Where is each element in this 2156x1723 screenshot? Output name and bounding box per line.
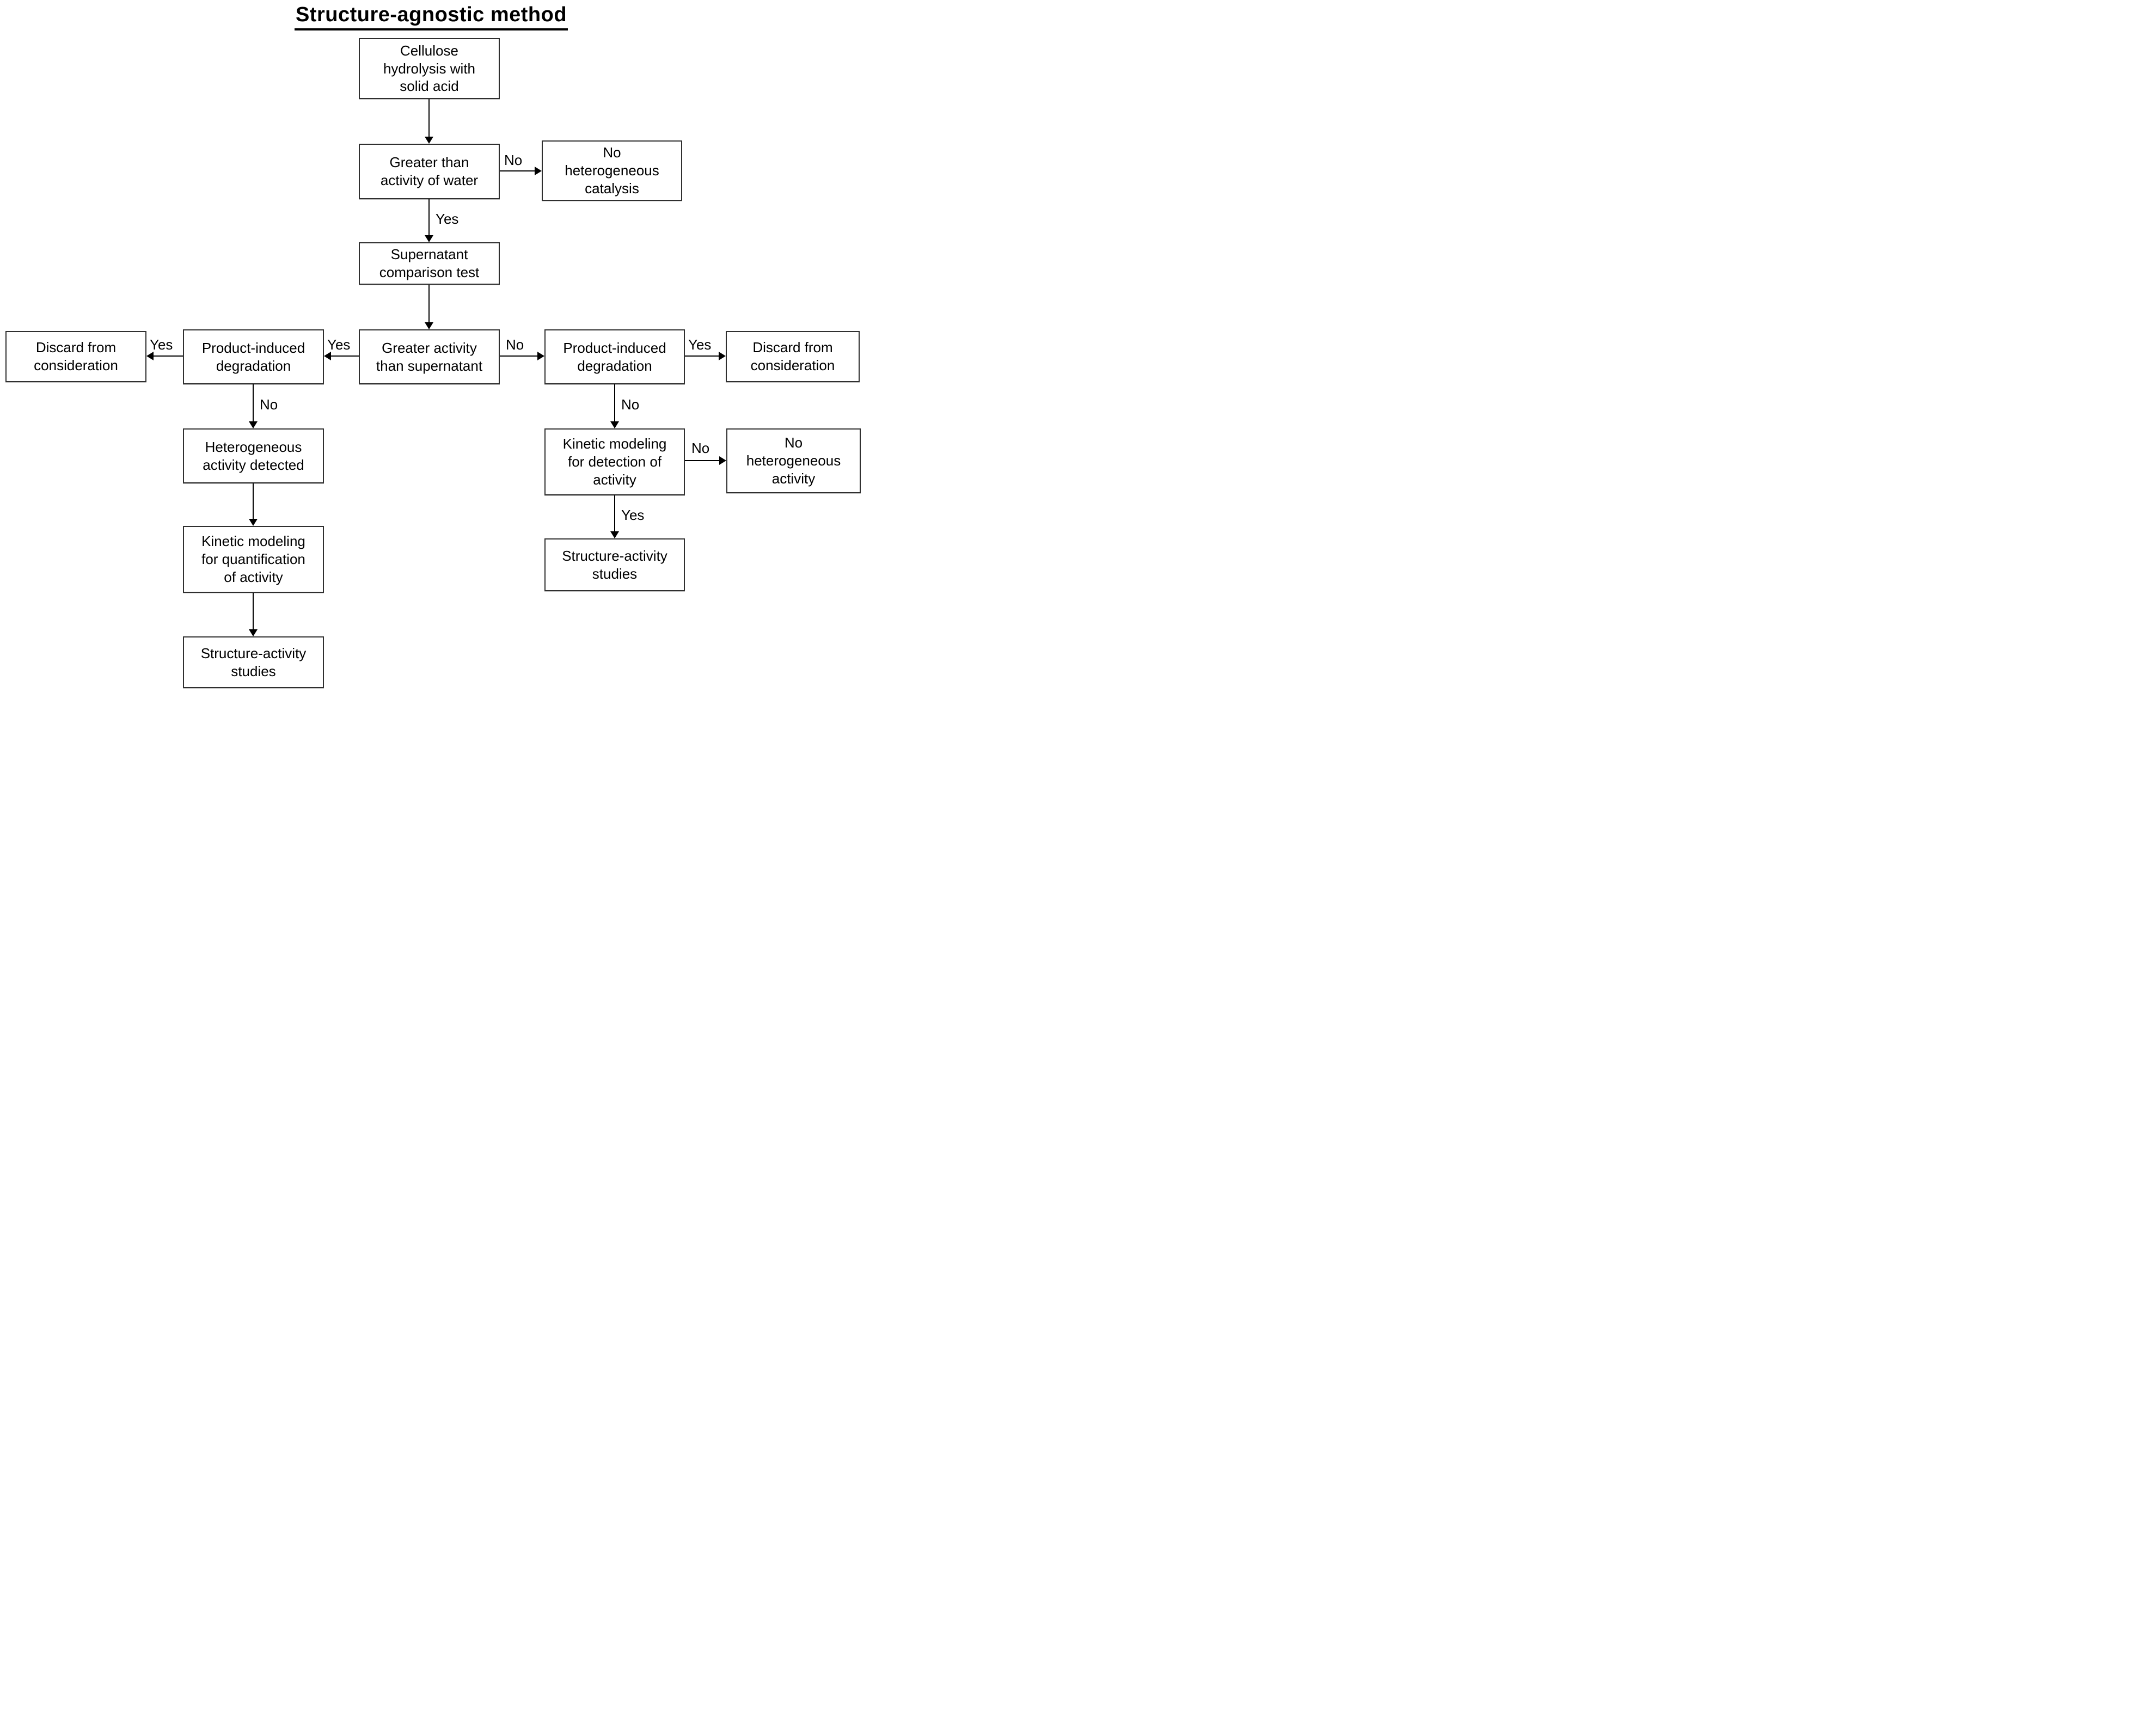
- edge-label-yes: Yes: [688, 336, 712, 353]
- node-label: Product-induced degradation: [563, 339, 666, 374]
- flowchart-canvas: Structure-agnostic method Cellulose hydr…: [0, 0, 862, 702]
- node-kinetic-modeling-quantification: Kinetic modeling for quantification of a…: [183, 526, 324, 593]
- node-product-induced-degradation-right: Product-induced degradation: [544, 329, 685, 384]
- node-kinetic-modeling-detection: Kinetic modeling for detection of activi…: [544, 428, 685, 495]
- node-greater-activity-than-supernatant: Greater activity than supernatant: [359, 329, 500, 384]
- edge-label-no: No: [504, 152, 523, 168]
- node-no-heterogeneous-catalysis: No heterogeneous catalysis: [542, 140, 682, 201]
- node-cellulose-hydrolysis: Cellulose hydrolysis with solid acid: [359, 38, 500, 99]
- node-label: Kinetic modeling for quantification of a…: [201, 533, 305, 585]
- edge-label-yes: Yes: [327, 336, 351, 353]
- node-no-heterogeneous-activity: No heterogeneous activity: [726, 428, 861, 493]
- edge-label-no: No: [691, 440, 710, 456]
- node-label: Greater than activity of water: [380, 154, 479, 188]
- node-heterogeneous-activity-detected: Heterogeneous activity detected: [183, 428, 324, 483]
- node-discard-from-consideration-left: Discard from consideration: [5, 331, 146, 382]
- edge-label-no: No: [506, 336, 524, 353]
- node-label: Cellulose hydrolysis with solid acid: [383, 42, 476, 95]
- node-product-induced-degradation-left: Product-induced degradation: [183, 329, 324, 384]
- node-label: Discard from consideration: [750, 339, 835, 373]
- node-label: Supernatant comparison test: [379, 246, 480, 280]
- node-label: Discard from consideration: [34, 339, 118, 373]
- node-label: Structure-activity studies: [200, 645, 307, 679]
- node-label: Heterogeneous activity detected: [203, 438, 304, 473]
- node-label: No heterogeneous activity: [746, 434, 841, 487]
- node-label: Structure-activity studies: [562, 547, 667, 582]
- edge-label-yes: Yes: [150, 336, 173, 353]
- edge-label-yes: Yes: [621, 507, 645, 523]
- edge-label-yes: Yes: [436, 211, 459, 227]
- edge-label-no: No: [621, 396, 640, 413]
- diagram-title: Structure-agnostic method: [294, 3, 568, 30]
- diagram-title-container: Structure-agnostic method: [0, 3, 862, 30]
- node-supernatant-comparison-test: Supernatant comparison test: [359, 242, 500, 285]
- node-label: Greater activity than supernatant: [376, 339, 483, 374]
- node-label: No heterogeneous catalysis: [565, 144, 659, 197]
- edge-label-no: No: [260, 396, 278, 413]
- node-structure-activity-studies-right: Structure-activity studies: [544, 538, 685, 591]
- node-label: Product-induced degradation: [201, 339, 305, 374]
- node-discard-from-consideration-right: Discard from consideration: [726, 331, 860, 382]
- node-structure-activity-studies-left: Structure-activity studies: [183, 636, 324, 688]
- node-greater-than-activity-of-water: Greater than activity of water: [359, 144, 500, 199]
- node-label: Kinetic modeling for detection of activi…: [562, 436, 667, 488]
